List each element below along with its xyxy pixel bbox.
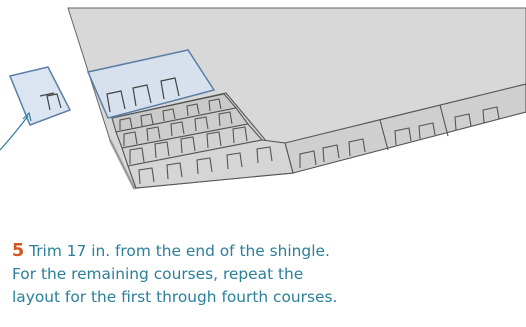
caption-line-2: For the remaining courses, repeat the xyxy=(12,263,522,286)
trimmed-piece xyxy=(10,67,70,125)
caption-line-3: layout for the first through fourth cour… xyxy=(12,286,522,309)
step-number: 5 xyxy=(12,241,24,261)
caption-line-1-text: Trim 17 in. from the end of the shingle. xyxy=(29,242,330,260)
caption-line-1: 5 Trim 17 in. from the end of the shingl… xyxy=(12,240,522,263)
step-caption: 5 Trim 17 in. from the end of the shingl… xyxy=(12,240,522,309)
pointer-arrow xyxy=(0,113,31,150)
